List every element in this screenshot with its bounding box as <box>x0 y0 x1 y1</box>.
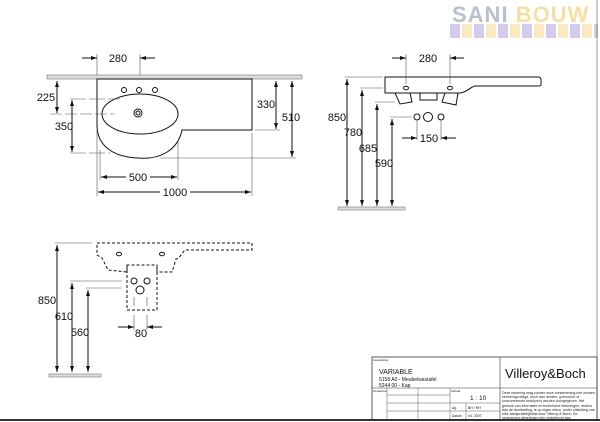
dim-500: 500 <box>129 172 147 184</box>
floor <box>337 206 406 211</box>
dim-80: 80 <box>135 328 147 340</box>
logo-bricks <box>450 24 598 38</box>
dim-330: 330 <box>257 99 275 111</box>
dim-850-bottom: 850 <box>38 295 56 307</box>
label-scale: Schaal <box>451 389 461 393</box>
product-name: VARIABLE <box>379 369 413 376</box>
label-designer: Ontwerper <box>373 389 387 393</box>
dim-590: 590 <box>375 158 393 170</box>
dim-560: 560 <box>71 327 89 339</box>
label-drawn: Ag: <box>452 406 457 410</box>
label-designation: Aanduiding <box>373 358 388 362</box>
dim-1000: 1000 <box>163 187 187 199</box>
brand-name: Villeroy&Boch <box>505 366 586 381</box>
title-block: Aanduiding VARIABLE 5158 A0 - Meubelwast… <box>371 356 598 421</box>
product-line-1: 5158 A0 - Meubelwastafel <box>379 377 437 383</box>
top-view: 280 225 350 330 510 500 1000 <box>37 53 303 199</box>
dim-150: 150 <box>420 133 438 145</box>
tap-hole <box>121 87 127 93</box>
dim-780: 780 <box>344 127 362 139</box>
tap-hole <box>136 87 142 93</box>
bottom-view: 850 610 560 80 <box>38 242 253 378</box>
sani-bouw-logo: SANI BOUW <box>452 2 590 27</box>
floor <box>48 373 102 378</box>
dim-850-side: 850 <box>328 112 346 124</box>
tap-hole <box>152 87 158 93</box>
date-value: 04. 2007 <box>468 414 482 418</box>
dim-510: 510 <box>282 112 300 124</box>
dim-280: 280 <box>109 53 127 65</box>
drain-icon <box>133 108 143 118</box>
dim-610: 610 <box>55 311 73 323</box>
dim-225: 225 <box>37 92 55 104</box>
side-view: 280 850 780 685 590 150 <box>328 53 542 211</box>
product-line-2: 5244 00 - Kap <box>379 383 411 389</box>
dim-350: 350 <box>55 121 73 133</box>
disclaimer-text: Deze tekening mag zonder onze toestemmin… <box>502 391 595 419</box>
wall <box>46 74 303 80</box>
valve-icon <box>437 113 445 121</box>
label-date: Datum: <box>452 414 462 418</box>
scale-value: 1 : 10 <box>470 395 487 402</box>
drain-pipe-icon <box>423 112 433 122</box>
dim-685: 685 <box>359 143 377 155</box>
drawn-by: BH / RH <box>468 406 481 410</box>
valve-icon <box>413 113 421 121</box>
dim-280-side: 280 <box>419 53 437 65</box>
